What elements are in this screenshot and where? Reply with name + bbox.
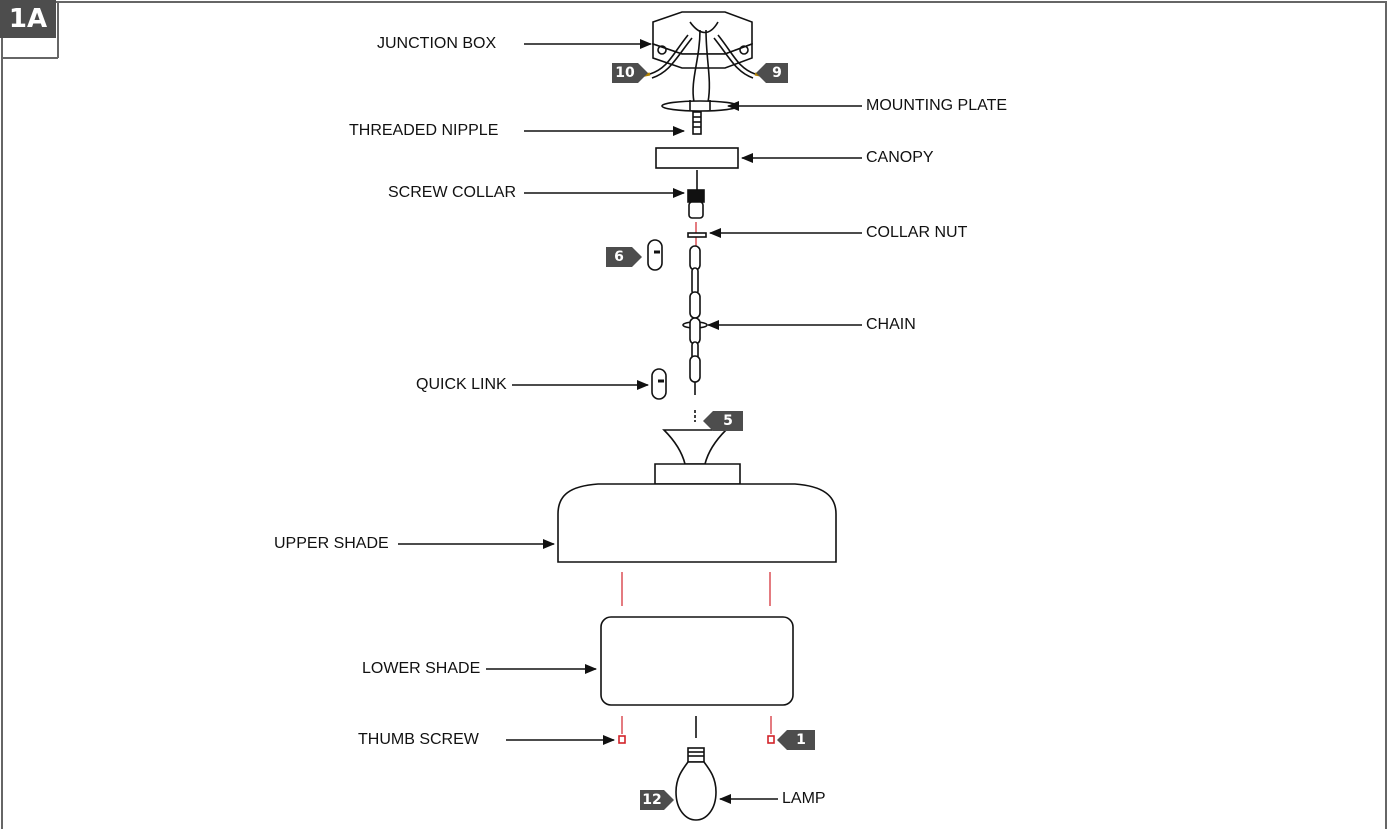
chain-part	[682, 245, 708, 422]
label-upper-shade: UPPER SHADE	[274, 535, 389, 552]
label-canopy: CANOPY	[866, 149, 934, 166]
threaded-nipple-part	[692, 111, 702, 135]
wires	[639, 29, 766, 103]
label-threaded-nipple: THREADED NIPPLE	[349, 122, 499, 139]
thumb-screw-right-part	[767, 716, 775, 744]
upper-shade-cap	[654, 429, 741, 485]
badge-5-pointer	[703, 411, 713, 431]
junction-box-part	[652, 11, 753, 69]
quick-link-part	[651, 368, 667, 400]
label-quick-link: QUICK LINK	[416, 376, 507, 393]
thumb-screw-left-part	[618, 716, 626, 744]
callout-badge-10: 10	[612, 63, 638, 83]
screw-collar-part	[687, 170, 705, 219]
label-thumb-screw: THUMB SCREW	[358, 731, 479, 748]
canopy-part	[655, 147, 739, 169]
label-lamp: LAMP	[782, 790, 826, 807]
callout-badge-12: 12	[640, 790, 664, 810]
quick-link-top-part	[647, 239, 663, 271]
figure-id-badge: 1A	[0, 0, 56, 38]
callout-badge-6: 6	[606, 247, 632, 267]
mounting-plate-part	[661, 100, 739, 112]
badge-10-pointer	[638, 63, 648, 83]
label-mounting-plate: MOUNTING PLATE	[866, 97, 1008, 114]
lower-shade-part	[600, 616, 794, 706]
callout-badge-1: 1	[787, 730, 815, 750]
badge-1-pointer	[777, 730, 787, 750]
label-collar-nut: COLLAR NUT	[866, 224, 968, 241]
badge-6-pointer	[632, 247, 642, 267]
callout-badge-5: 5	[713, 411, 743, 431]
callout-badge-9: 9	[766, 63, 788, 83]
lamp-part	[675, 747, 717, 821]
label-chain: CHAIN	[866, 316, 916, 333]
badge-12-pointer	[664, 790, 674, 810]
label-junction-box: JUNCTION BOX	[377, 35, 497, 52]
label-lower-shade: LOWER SHADE	[362, 660, 481, 677]
upper-shade-part	[557, 483, 837, 563]
label-screw-collar: SCREW COLLAR	[388, 184, 517, 201]
badge-9-pointer	[756, 63, 766, 83]
collar-nut-part	[687, 232, 707, 238]
